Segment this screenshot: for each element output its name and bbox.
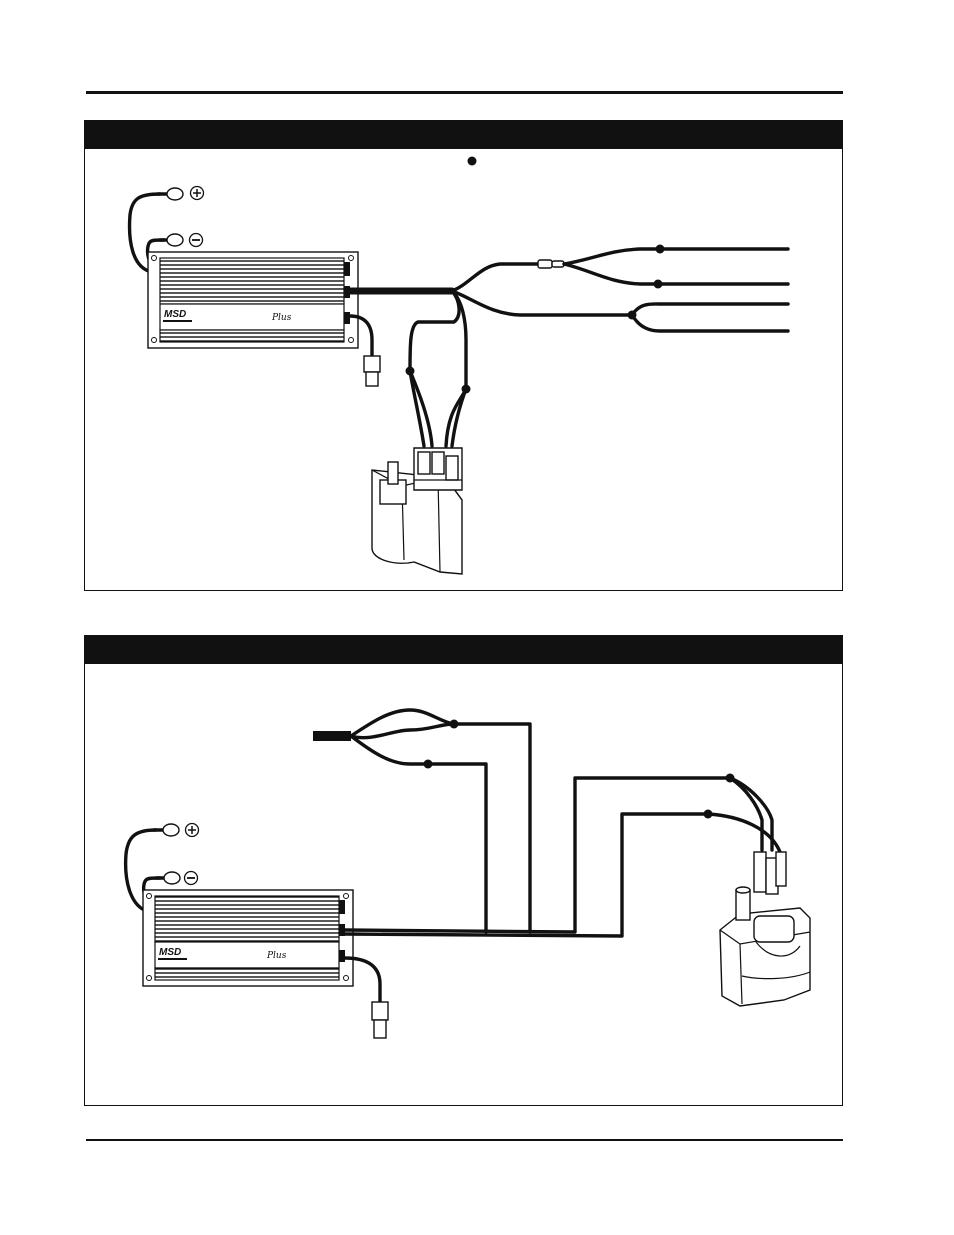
ignition-control-box: MSD Plus (148, 252, 358, 348)
splice-dot-icon (424, 760, 433, 769)
splice-dot-icon (704, 810, 713, 819)
ring-terminal-icon (163, 824, 179, 836)
legend-splice-dot-icon (468, 157, 477, 166)
model-script: Plus (266, 951, 287, 961)
ring-terminal-icon (164, 872, 180, 884)
splice-dot-icon (462, 385, 471, 394)
splice-dot-icon (628, 311, 637, 320)
bullet-connector-icon (538, 260, 564, 268)
brand-logo: MSD (164, 309, 186, 320)
splice-dot-icon (656, 245, 665, 254)
figure-1-drawing: MSD Plus (130, 157, 788, 575)
splice-dot-icon (654, 280, 663, 289)
ignition-coil-icon (372, 448, 462, 574)
splice-dot-icon (726, 774, 735, 783)
brand-logo: MSD (159, 947, 181, 958)
ignition-control-box: MSD Plus (143, 890, 353, 986)
ring-terminal-icon (167, 188, 183, 200)
model-script: Plus (271, 313, 292, 323)
plug-connector-icon (313, 731, 351, 741)
ignition-coil-icon (720, 852, 810, 1006)
splice-dot-icon (406, 367, 415, 376)
figure-2-drawing: MSD Plus (126, 710, 810, 1038)
splice-dot-icon (450, 720, 459, 729)
ring-terminal-icon (167, 234, 183, 246)
